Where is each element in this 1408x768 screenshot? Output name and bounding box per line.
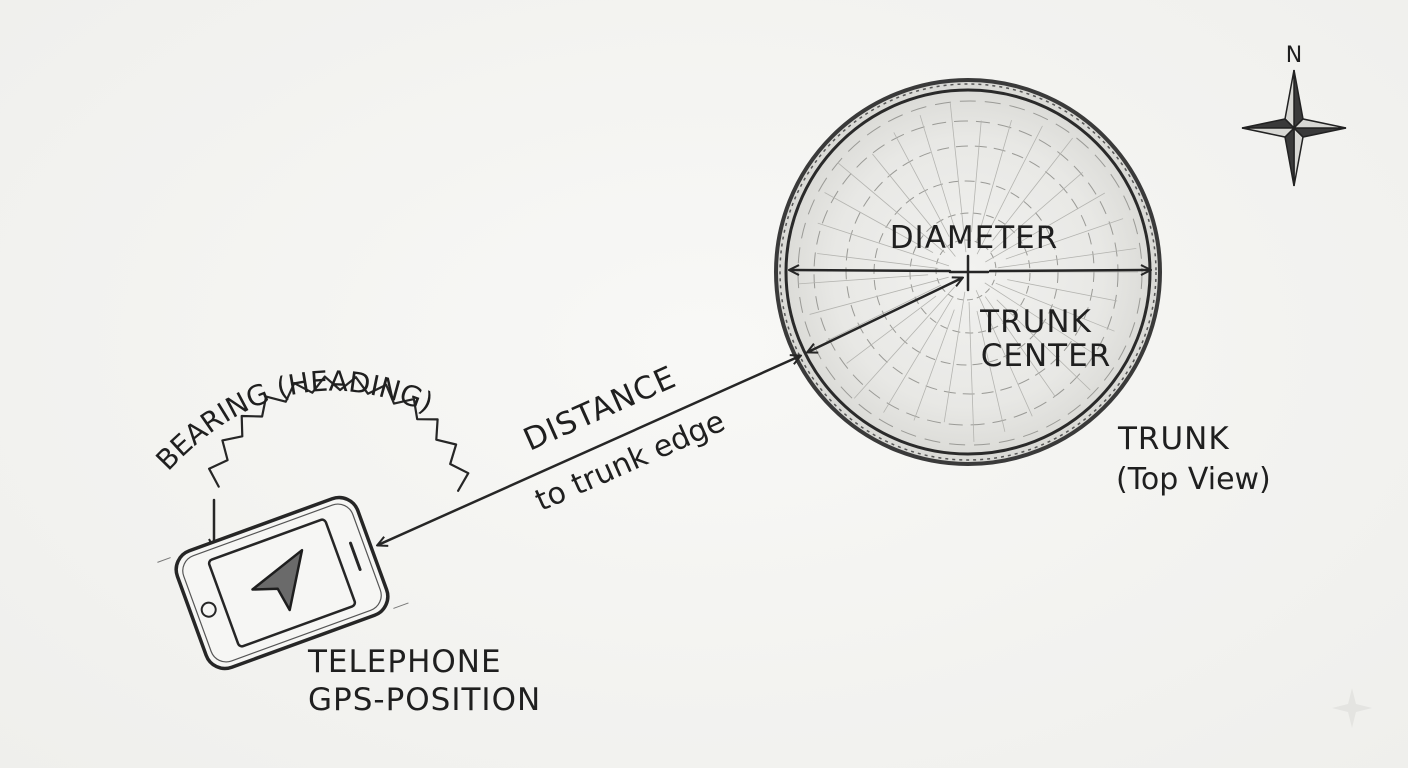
sparkle-icon bbox=[1332, 688, 1372, 728]
tree-ray bbox=[984, 296, 1056, 397]
distance-arrow bbox=[378, 356, 800, 545]
tree-ray bbox=[997, 247, 1137, 269]
radius-arrow bbox=[808, 278, 962, 352]
tree-ray bbox=[824, 192, 934, 253]
phone-side-slot bbox=[349, 541, 362, 571]
telephone-label-line1: TELEPHONE bbox=[307, 644, 502, 680]
tree-ray bbox=[976, 125, 1043, 255]
tree-ray bbox=[893, 132, 950, 237]
bearing-label: BEARING (HEADING) bbox=[149, 364, 438, 476]
telephone-label-line2: GPS-POSITION bbox=[308, 682, 541, 718]
tree-ray bbox=[949, 102, 967, 253]
tree-ray bbox=[919, 115, 960, 244]
tree-ray bbox=[1005, 218, 1124, 260]
tree-ray bbox=[817, 222, 950, 267]
trunk-label-line1: TRUNK bbox=[1117, 421, 1230, 457]
tree-ray bbox=[985, 192, 1106, 263]
tree-ray bbox=[975, 290, 1033, 417]
tree-ray bbox=[995, 282, 1115, 332]
trunk-center-label-line1: TRUNK bbox=[979, 304, 1092, 340]
tree-ray bbox=[996, 299, 1091, 391]
tree-ray bbox=[872, 153, 956, 257]
tree-ring bbox=[873, 180, 1059, 366]
tree-ray bbox=[971, 120, 982, 233]
tree-ring bbox=[813, 120, 1119, 426]
tree-ray bbox=[817, 253, 939, 269]
diameter-arrow bbox=[790, 270, 1150, 271]
tree-ray bbox=[1007, 279, 1118, 302]
smartphone-icon bbox=[157, 495, 409, 671]
tree-ray bbox=[984, 282, 1106, 362]
navigation-arrow-icon bbox=[251, 548, 304, 612]
phone-home-button bbox=[200, 601, 217, 618]
tree-ray bbox=[976, 310, 1006, 432]
compass-north-label: N bbox=[1286, 43, 1302, 68]
tree-ray bbox=[990, 171, 1083, 253]
tree-ray bbox=[837, 162, 946, 254]
tree-ray bbox=[992, 137, 1073, 241]
trunk-center-marker bbox=[948, 254, 990, 292]
trunk-label-line2: (Top View) bbox=[1116, 462, 1271, 497]
tree-ray bbox=[968, 301, 975, 442]
trunk-center-label-line2: CENTER bbox=[981, 338, 1111, 374]
diameter-label: DIAMETER bbox=[890, 220, 1059, 256]
tree-ray bbox=[975, 120, 1012, 244]
compass-rose-icon bbox=[1241, 69, 1347, 187]
